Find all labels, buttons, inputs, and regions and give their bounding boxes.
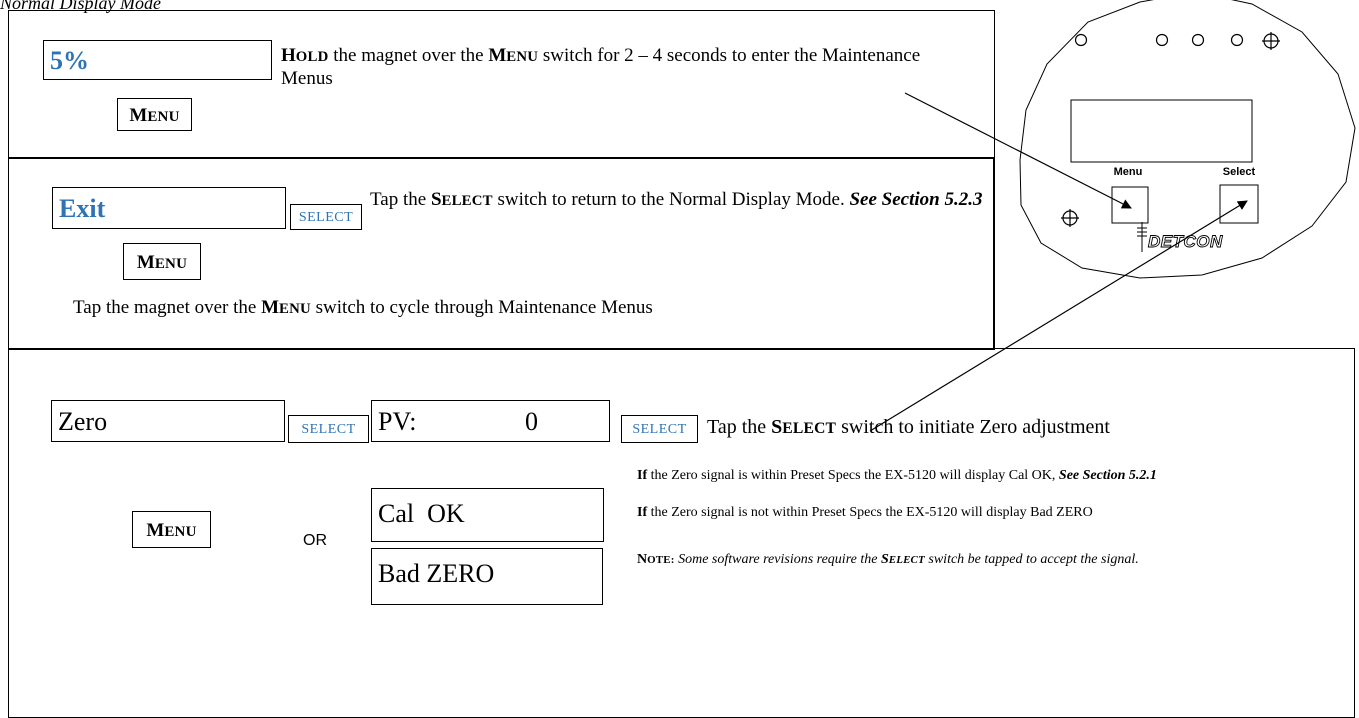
if-bad-text: If the Zero signal is not within Preset … bbox=[637, 504, 1347, 521]
exit-instruction: Tap the SELECT switch to return to the N… bbox=[370, 189, 985, 212]
display-cal-ok: Cal OK bbox=[371, 488, 604, 542]
sel-rest: ELECT bbox=[441, 193, 493, 209]
hole-icon bbox=[1230, 33, 1244, 47]
menu-key-rest: ENU bbox=[147, 109, 180, 125]
if-ok-text: If the Zero signal is within Preset Spec… bbox=[637, 467, 1342, 484]
select-key[interactable]: SELECT bbox=[621, 415, 698, 443]
bad-zero-text: Bad ZERO bbox=[378, 559, 495, 588]
section-header: Normal Display Mode bbox=[0, 0, 161, 13]
note-rest: OTE: bbox=[647, 554, 675, 566]
exit-t1: Tap the bbox=[370, 189, 431, 210]
instr-mid2: switch for 2 – 4 seconds to enter the Ma… bbox=[281, 45, 921, 89]
sel-first: S bbox=[430, 189, 442, 210]
menu-word: MENU bbox=[488, 45, 538, 66]
tap-t2: switch to initiate Zero adjustment bbox=[836, 416, 1110, 438]
device-lcd-window bbox=[1070, 99, 1253, 163]
display-zero-text: Zero bbox=[58, 407, 108, 436]
or-label: OR bbox=[303, 532, 327, 549]
display-exit-text: Exit bbox=[59, 194, 106, 223]
sel-rest: ELECT bbox=[888, 554, 925, 566]
device-select-switch[interactable] bbox=[1219, 184, 1259, 224]
hole-icon bbox=[1074, 33, 1088, 47]
note-text: NOTE: Some software revisions require th… bbox=[637, 551, 1192, 569]
hold-rest: OLD bbox=[295, 49, 329, 65]
menu-first: M bbox=[488, 45, 507, 66]
select-word: SELECT bbox=[771, 416, 836, 438]
cycle-t2: switch to cycle through Maintenance Menu… bbox=[310, 297, 653, 318]
select-key-label: SELECT bbox=[632, 422, 687, 437]
crosshair-icon bbox=[1262, 32, 1280, 50]
pv-value: 0 bbox=[525, 407, 538, 436]
hole-icon bbox=[1191, 33, 1205, 47]
device-menu-label: Menu bbox=[1114, 166, 1143, 178]
exit-t2: switch to return to the Normal Display M… bbox=[492, 189, 850, 210]
tap-t1: Tap the bbox=[707, 416, 772, 438]
hold-first: H bbox=[281, 45, 296, 66]
display-bad-zero: Bad ZERO bbox=[371, 548, 603, 605]
menu-key-first: M bbox=[146, 520, 165, 541]
select-key[interactable]: SELECT bbox=[290, 204, 362, 230]
pv-label: PV: bbox=[378, 407, 417, 436]
display-pv: PV: 0 bbox=[371, 400, 610, 442]
menu-key-rest: ENU bbox=[164, 524, 197, 540]
hold-word: HOLD bbox=[281, 45, 328, 66]
if-ok-body: the Zero signal is within Preset Specs t… bbox=[647, 468, 1059, 483]
menu-rest: ENU bbox=[279, 301, 311, 317]
menu-key-first: M bbox=[136, 252, 155, 273]
menu-key[interactable]: MENU bbox=[132, 511, 211, 548]
arrow-to-menu-switch bbox=[904, 92, 1132, 209]
note-label: NOTE: bbox=[637, 552, 675, 567]
device-menu-switch[interactable] bbox=[1111, 186, 1149, 224]
sel-first: S bbox=[771, 416, 783, 438]
panel-enter-menu bbox=[8, 10, 995, 159]
hole-icon bbox=[1155, 33, 1169, 47]
see-section-link: See Section 5.2.1 bbox=[1058, 468, 1157, 483]
menu-key-rest: ENU bbox=[154, 256, 188, 272]
enter-menu-instruction: HOLD the magnet over the MENU switch for… bbox=[281, 45, 971, 90]
note-t1: Some software revisions require the bbox=[674, 552, 881, 567]
zero-tap-instruction: Tap the SELECT switch to initiate Zero a… bbox=[707, 416, 1347, 440]
crosshair-icon bbox=[1061, 209, 1079, 227]
menu-word: MENU bbox=[261, 297, 311, 318]
select-key[interactable]: SELECT bbox=[288, 415, 369, 443]
sel-rest: ELECT bbox=[782, 420, 837, 437]
display-exit: Exit bbox=[52, 187, 286, 229]
display-percent-text: 5% bbox=[50, 46, 89, 75]
menu-key[interactable]: MENU bbox=[123, 243, 201, 280]
select-word: SELECT bbox=[881, 552, 925, 567]
device-select-label: Select bbox=[1223, 166, 1256, 178]
panel-device-divider bbox=[993, 157, 994, 350]
device-logo: DETCON bbox=[1148, 232, 1223, 251]
panel-exit bbox=[8, 157, 995, 350]
cycle-t1: Tap the magnet over the bbox=[73, 297, 262, 318]
menu-key[interactable]: MENU bbox=[117, 98, 192, 131]
menu-key-first: M bbox=[129, 105, 148, 126]
sel-first: S bbox=[880, 552, 889, 567]
cycle-instruction: Tap the magnet over the MENU switch to c… bbox=[73, 297, 973, 320]
display-percent: 5% bbox=[43, 40, 272, 80]
logo-mark-icon bbox=[1137, 222, 1147, 252]
cal-ok-text: Cal OK bbox=[378, 499, 465, 528]
note-first: N bbox=[637, 552, 648, 567]
see-section-link: See Section 5.2.3 bbox=[849, 189, 983, 210]
if-word: If bbox=[637, 468, 648, 483]
arrow-to-select-switch bbox=[869, 200, 1248, 432]
select-word: SELECT bbox=[431, 189, 493, 210]
select-key-label: SELECT bbox=[301, 422, 356, 437]
instr-mid1: the magnet over the bbox=[328, 45, 489, 66]
select-key-label: SELECT bbox=[298, 210, 354, 225]
if-bad-body: the Zero signal is not within Preset Spe… bbox=[647, 505, 1093, 520]
note-t2: switch be tapped to accept the signal. bbox=[924, 552, 1139, 567]
menu-first: M bbox=[261, 297, 280, 318]
menu-rest: ENU bbox=[506, 49, 539, 65]
if-word: If bbox=[637, 505, 648, 520]
display-zero: Zero bbox=[51, 400, 285, 442]
